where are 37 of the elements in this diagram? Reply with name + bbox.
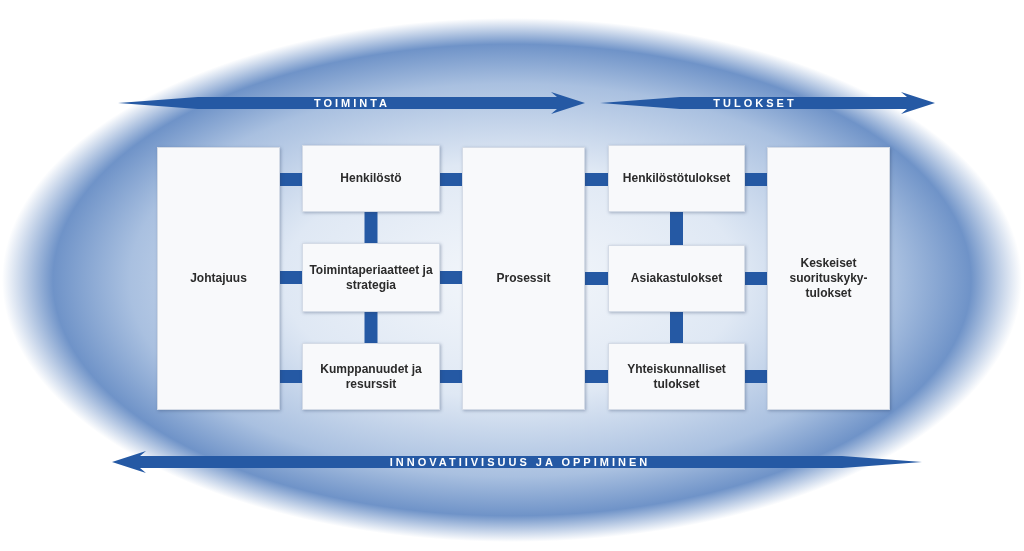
connector-bar <box>745 272 767 285</box>
box-label: Toimintaperiaatteet ja strategia <box>308 262 434 293</box>
connector-bar <box>440 370 462 383</box>
connector-bar <box>440 271 462 284</box>
text-box <box>157 147 280 410</box>
text-box <box>767 147 890 410</box>
connector-bar <box>585 272 608 285</box>
arrow-label: TULOKSET <box>713 97 797 109</box>
text-box <box>608 343 745 410</box>
box-label: Johtajuus <box>190 271 247 286</box>
box-label: Henkilöstö <box>340 171 402 186</box>
text-box <box>302 343 440 410</box>
connector-bar <box>585 173 608 186</box>
connector-bar <box>670 212 683 245</box>
box-label: Prosessit <box>496 271 551 286</box>
text-box <box>302 243 440 312</box>
connector-bar <box>280 173 302 186</box>
text-box <box>608 245 745 312</box>
connector-bar <box>364 212 378 243</box>
arrow-label: INNOVATIIVISUUS JA OPPIMINEN <box>389 456 651 468</box>
box-label: Henkilöstötulokset <box>622 171 731 186</box>
box-label: Kumppanuudet ja resurssit <box>319 361 423 392</box>
connector-bar <box>440 173 462 186</box>
box-label: Asiakastulokset <box>630 271 723 286</box>
arrow-label: TOIMINTA <box>313 97 391 109</box>
connector-bar <box>670 312 683 343</box>
connector-bar <box>280 271 302 284</box>
text-box <box>462 147 585 410</box>
connector-bar <box>280 370 302 383</box>
connector-bar <box>585 370 608 383</box>
connector-bar <box>745 173 767 186</box>
box-label: Yhteiskunnalliset tulokset <box>626 361 727 392</box>
text-box <box>302 145 440 212</box>
text-box <box>608 145 745 212</box>
box-label: Keskeiset suorituskyky-tulokset <box>789 256 868 301</box>
connector-bar <box>745 370 767 383</box>
connector-bar <box>364 312 378 343</box>
